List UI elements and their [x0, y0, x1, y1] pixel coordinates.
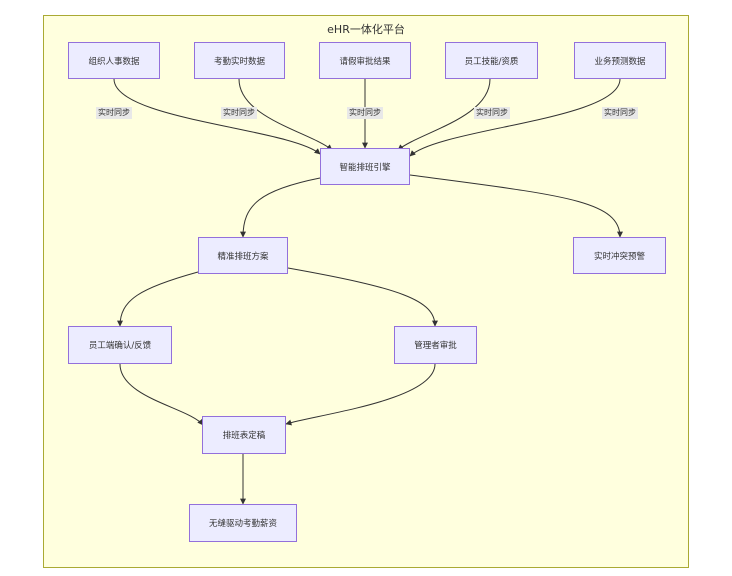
edge-label-leave: 实时同步: [347, 107, 383, 119]
edge-label-skills: 实时同步: [474, 107, 510, 119]
node-forecast[interactable]: 业务预测数据: [574, 42, 666, 79]
edge-skills-engine: [397, 78, 491, 151]
edge-label-attendance: 实时同步: [221, 107, 257, 119]
edge-plan-approve: [287, 267, 438, 327]
node-alert[interactable]: 实时冲突预警: [573, 237, 666, 274]
edge-engine-plan: [240, 177, 321, 238]
edge-plan-confirm: [117, 271, 199, 327]
node-skills[interactable]: 员工技能/资质: [445, 42, 538, 79]
edge-attendance-engine: [238, 78, 333, 151]
node-approve[interactable]: 管理者审批: [394, 326, 477, 364]
node-engine[interactable]: 智能排班引擎: [320, 148, 410, 185]
node-confirm[interactable]: 员工端确认/反馈: [68, 326, 172, 364]
edge-forecast-engine: [409, 78, 621, 157]
node-plan[interactable]: 精准排班方案: [198, 237, 288, 274]
node-final[interactable]: 排班表定稿: [202, 416, 286, 454]
cluster-title: eHR一体化平台: [327, 23, 405, 36]
edge-approve-final: [285, 363, 436, 426]
node-org[interactable]: 组织人事数据: [68, 42, 160, 79]
node-leave[interactable]: 请假审批结果: [319, 42, 411, 79]
edge-label-org: 实时同步: [96, 107, 132, 119]
edge-engine-alert: [409, 174, 623, 238]
edge-org-engine: [113, 78, 321, 155]
node-payroll[interactable]: 无缝驱动考勤薪资: [189, 504, 297, 542]
edge-confirm-final: [119, 363, 204, 426]
node-attendance[interactable]: 考勤实时数据: [194, 42, 285, 79]
edge-label-forecast: 实时同步: [602, 107, 638, 119]
